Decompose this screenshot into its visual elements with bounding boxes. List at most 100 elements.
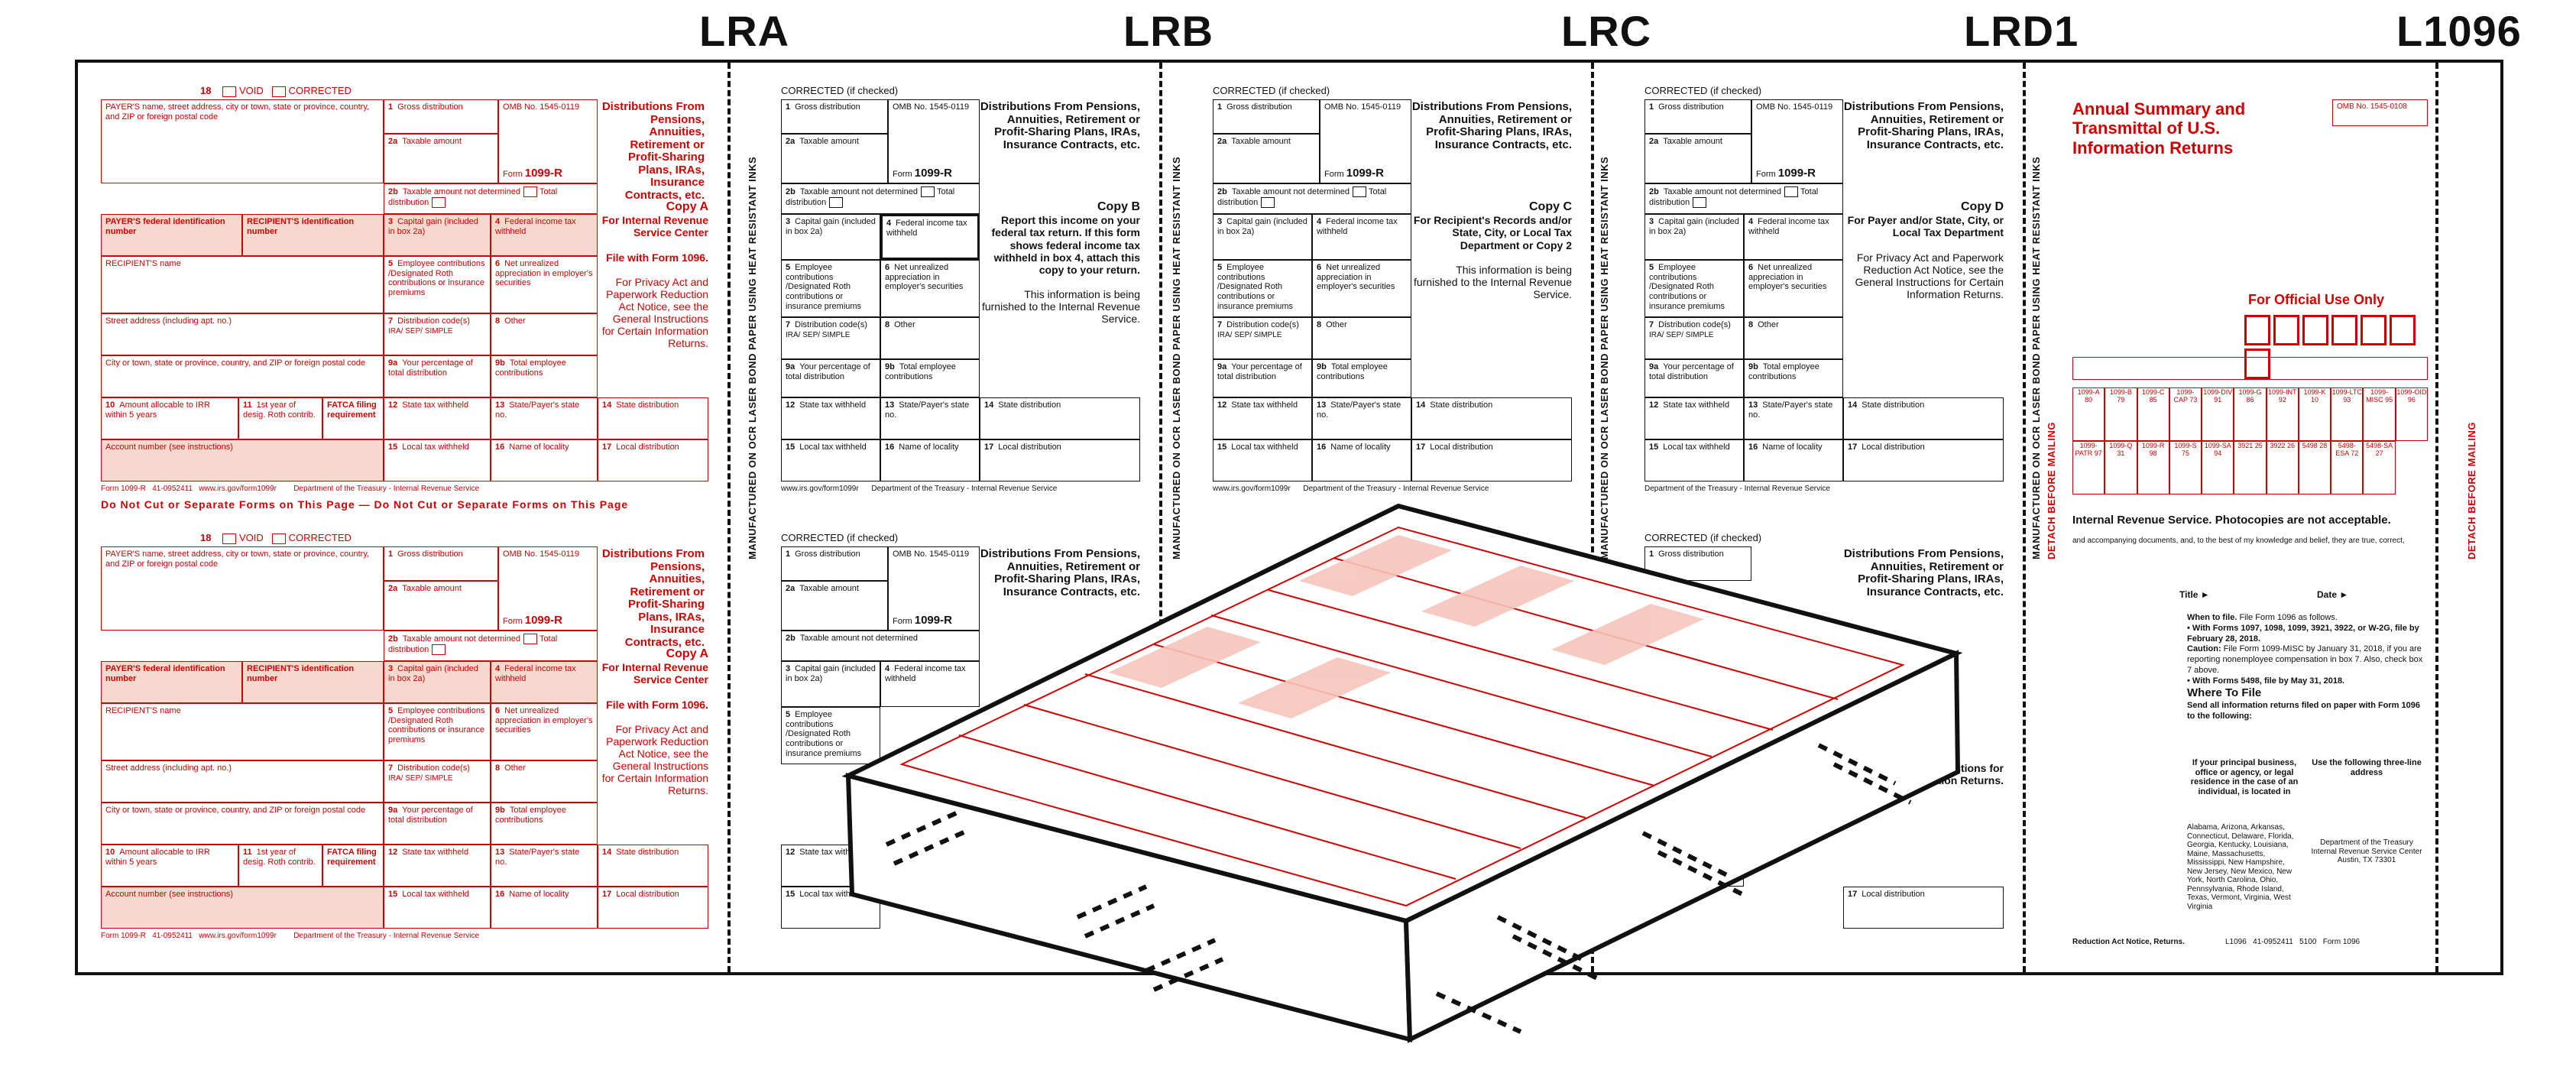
form-type-cell[interactable]: 3922 26 <box>2266 441 2299 494</box>
form-type-cell[interactable]: 5498-SA 27 <box>2363 441 2396 494</box>
form-type-cell[interactable]: 1099-INT 92 <box>2266 387 2299 441</box>
payer-name-field[interactable]: PAYER'S name, street address, city or to… <box>101 99 384 183</box>
city-field[interactable]: City or town, state or province, country… <box>101 802 384 845</box>
form-type-cell[interactable]: 1099-C 85 <box>2137 387 2169 441</box>
form-type-cell[interactable]: 1099-MISC 95 <box>2363 387 2396 441</box>
form-type-cell[interactable]: 1099-PATR 97 <box>2072 441 2105 494</box>
account-field[interactable]: Account number (see instructions) <box>101 439 384 481</box>
form-type-cell[interactable]: 1099-S 75 <box>2169 441 2202 494</box>
form-type-cell[interactable]: 3921 25 <box>2234 441 2267 494</box>
recipient-name-field[interactable]: RECIPIENT'S name <box>101 703 384 760</box>
form-type-cell[interactable]: 1099-LTC 93 <box>2331 387 2364 441</box>
recipient-tin-field[interactable]: RECIPIENT'S identification number <box>242 214 384 256</box>
form-type-cell[interactable]: 1099-OID 96 <box>2395 387 2428 441</box>
f1096-totals-row[interactable] <box>2072 357 2428 380</box>
payer-tin-field[interactable]: PAYER'S federal identification number <box>101 661 242 703</box>
box-fatca[interactable]: FATCA filing requirement <box>322 397 384 439</box>
form-type-cell[interactable]: 1099-Q 31 <box>2105 441 2137 494</box>
city-field[interactable]: City or town, state or province, country… <box>101 355 384 397</box>
title-field[interactable]: Title ► <box>2179 589 2210 600</box>
account-field[interactable]: Account number (see instructions) <box>101 887 384 929</box>
payer-name-field[interactable]: PAYER'S name, street address, city or to… <box>101 546 384 631</box>
form-type-cell[interactable]: 5498-ESA 72 <box>2331 441 2364 494</box>
form-type-cell[interactable]: 5498 28 <box>2298 441 2331 494</box>
form-type-cell[interactable]: 1099-K 10 <box>2298 387 2331 441</box>
recipient-tin-field[interactable]: RECIPIENT'S identification number <box>242 661 384 703</box>
form-type-cell[interactable]: 1099-SA 94 <box>2202 441 2234 494</box>
